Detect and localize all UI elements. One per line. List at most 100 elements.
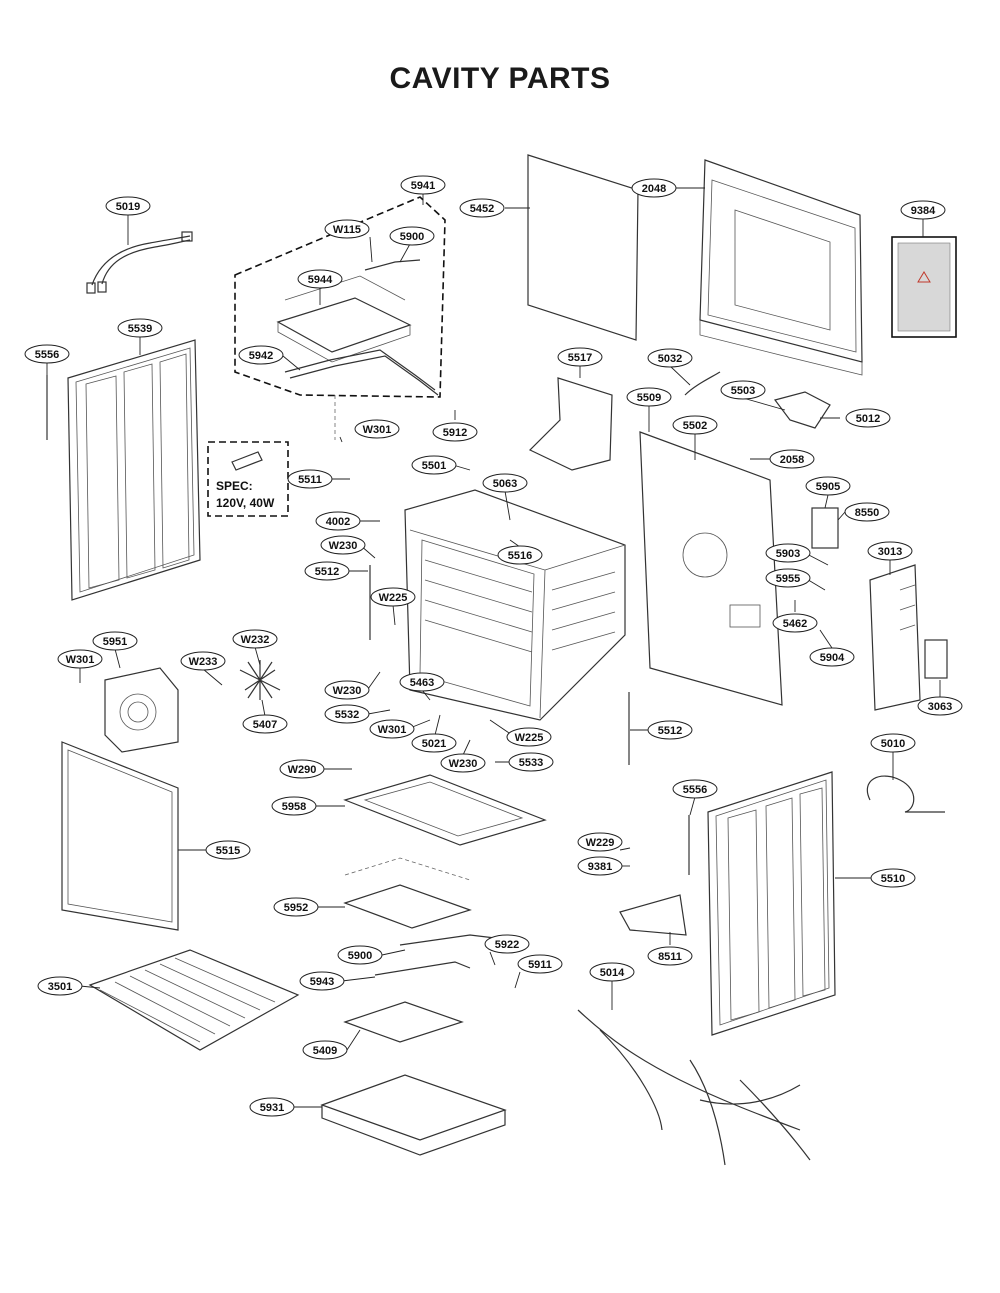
part-label-5452: 5452 bbox=[459, 198, 505, 218]
bracket-8511-drawing bbox=[619, 894, 687, 936]
part-label-5533: 5533 bbox=[508, 752, 554, 772]
plate-5409-drawing bbox=[343, 1001, 464, 1043]
part-label-5512-b: 5512 bbox=[647, 720, 693, 740]
part-label-w225-b: W225 bbox=[506, 727, 552, 747]
harness-5014-drawing bbox=[577, 1009, 811, 1166]
part-label-5556: 5556 bbox=[24, 344, 70, 364]
part-label-w230-c: W230 bbox=[440, 753, 486, 773]
leader-lines bbox=[46, 187, 941, 1108]
svg-text:2048: 2048 bbox=[642, 183, 666, 195]
svg-text:5905: 5905 bbox=[816, 481, 840, 493]
svg-text:5501: 5501 bbox=[422, 460, 446, 472]
cover-5958-drawing bbox=[343, 774, 547, 846]
plate-5952-drawing bbox=[343, 884, 472, 929]
part-label-5515: 5515 bbox=[205, 840, 251, 860]
svg-text:5512: 5512 bbox=[315, 566, 339, 578]
svg-text:9384: 9384 bbox=[911, 205, 936, 217]
part-label-5063: 5063 bbox=[482, 473, 528, 493]
packet-9384-drawing bbox=[891, 236, 957, 338]
fan-5407-drawing bbox=[239, 660, 281, 700]
part-label-5955: 5955 bbox=[765, 568, 811, 588]
part-label-w115: W115 bbox=[324, 219, 370, 239]
assembly-box-5941 bbox=[234, 196, 446, 398]
part-label-5905: 5905 bbox=[805, 476, 851, 496]
svg-text:5452: 5452 bbox=[470, 203, 494, 215]
part-label-5556-b: 5556 bbox=[672, 779, 718, 799]
part-label-5021: 5021 bbox=[411, 733, 457, 753]
back-panel-5452-drawing bbox=[527, 154, 639, 341]
part-label-5904: 5904 bbox=[809, 647, 855, 667]
svg-text:W301: W301 bbox=[363, 424, 392, 436]
svg-text:5532: 5532 bbox=[335, 709, 359, 721]
part-label-5014: 5014 bbox=[589, 962, 635, 982]
svg-text:5409: 5409 bbox=[313, 1045, 337, 1057]
cord-5010-drawing bbox=[866, 775, 945, 813]
svg-text:5958: 5958 bbox=[282, 801, 306, 813]
svg-text:5903: 5903 bbox=[776, 548, 800, 560]
svg-text:5922: 5922 bbox=[495, 939, 519, 951]
svg-text:5533: 5533 bbox=[519, 757, 543, 769]
part-label-5931: 5931 bbox=[249, 1097, 295, 1117]
fan-housing-5951-drawing bbox=[104, 667, 179, 753]
spec-heading: SPEC: bbox=[216, 479, 253, 493]
bracket-3013-drawing bbox=[869, 564, 948, 711]
svg-text:W115: W115 bbox=[333, 224, 361, 236]
part-label-8550: 8550 bbox=[844, 502, 890, 522]
part-label-3063: 3063 bbox=[917, 696, 963, 716]
svg-text:5511: 5511 bbox=[298, 474, 322, 486]
svg-text:5019: 5019 bbox=[116, 201, 140, 213]
svg-text:5515: 5515 bbox=[216, 845, 240, 857]
bracket-5944-drawing bbox=[276, 275, 412, 363]
part-label-5922: 5922 bbox=[484, 934, 530, 954]
part-label-w290: W290 bbox=[279, 759, 325, 779]
part-label-5511: 5511 bbox=[287, 469, 333, 489]
part-label-5409: 5409 bbox=[302, 1040, 348, 1060]
element-5942-drawing bbox=[284, 349, 439, 396]
svg-text:9381: 9381 bbox=[588, 861, 612, 873]
svg-text:4002: 4002 bbox=[326, 516, 350, 528]
svg-text:5012: 5012 bbox=[856, 413, 880, 425]
part-label-5944: 5944 bbox=[297, 269, 343, 289]
switch-5905-drawing bbox=[811, 507, 839, 549]
svg-text:5509: 5509 bbox=[637, 392, 661, 404]
part-label-5509: 5509 bbox=[626, 387, 672, 407]
svg-text:5014: 5014 bbox=[600, 967, 625, 979]
part-label-2058: 2058 bbox=[769, 449, 815, 469]
svg-text:5503: 5503 bbox=[731, 385, 755, 397]
svg-text:W225: W225 bbox=[379, 592, 408, 604]
side-panel-5539-drawing bbox=[67, 339, 201, 601]
svg-text:5943: 5943 bbox=[310, 976, 334, 988]
svg-text:5510: 5510 bbox=[881, 873, 905, 885]
part-label-2048: 2048 bbox=[631, 178, 677, 198]
svg-text:5539: 5539 bbox=[128, 323, 152, 335]
svg-text:W301: W301 bbox=[66, 654, 95, 666]
lamp-icon bbox=[231, 451, 263, 471]
svg-text:5900: 5900 bbox=[348, 950, 372, 962]
svg-text:5063: 5063 bbox=[493, 478, 517, 490]
part-label-5900-b: 5900 bbox=[337, 945, 383, 965]
rear-cover-2048-drawing bbox=[699, 159, 863, 376]
svg-text:3501: 3501 bbox=[48, 981, 72, 993]
svg-text:W230: W230 bbox=[329, 540, 358, 552]
part-label-5903: 5903 bbox=[765, 543, 811, 563]
wire-5019-drawing bbox=[86, 231, 193, 294]
svg-text:5407: 5407 bbox=[253, 719, 277, 731]
part-label-9381: 9381 bbox=[577, 856, 623, 876]
part-label-5503: 5503 bbox=[720, 380, 766, 400]
svg-text:5911: 5911 bbox=[528, 959, 552, 971]
svg-text:3063: 3063 bbox=[928, 701, 952, 713]
part-label-5019: 5019 bbox=[105, 196, 151, 216]
part-label-5407: 5407 bbox=[242, 714, 288, 734]
svg-text:W230: W230 bbox=[333, 685, 362, 697]
part-label-5941: 5941 bbox=[400, 175, 446, 195]
svg-text:5944: 5944 bbox=[308, 274, 333, 286]
part-label-8511: 8511 bbox=[647, 946, 693, 966]
part-label-3501: 3501 bbox=[37, 976, 83, 996]
page-title: CAVITY PARTS bbox=[389, 62, 611, 95]
part-label-5032: 5032 bbox=[647, 348, 693, 368]
svg-text:5512: 5512 bbox=[658, 725, 682, 737]
part-label-w301-b: W301 bbox=[57, 649, 103, 669]
part-label-5502: 5502 bbox=[672, 415, 718, 435]
svg-text:5032: 5032 bbox=[658, 353, 682, 365]
